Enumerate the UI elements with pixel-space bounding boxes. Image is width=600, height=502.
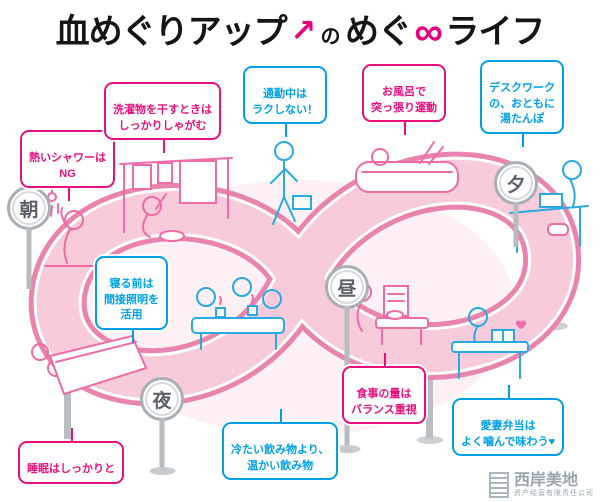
callout-laundry: 洗濯物を干すときは しっかりしゃがむ: [104, 82, 221, 154]
marker-post: [159, 418, 165, 471]
time-marker-label: 夜: [152, 390, 172, 412]
scene-bath: [355, 141, 459, 193]
title-segment-3: ライフ: [445, 13, 545, 51]
callout-text: 食事の量は バランス重視: [351, 388, 417, 416]
callout-bath: お風呂で 突っ張り運動: [362, 64, 446, 136]
callout-text: 通勤中は ラクしない！: [252, 88, 318, 116]
callout-meal-balance: 食事の量は バランス重視: [342, 352, 426, 425]
callout-text: お風呂で 突っ張り運動: [371, 86, 437, 114]
time-marker-label: 昼: [337, 278, 357, 300]
scene-warm-drinks: [191, 277, 285, 350]
marker-post: [513, 202, 519, 247]
time-marker-night: 夜: [140, 377, 184, 471]
callout-text: 睡眠はしっかりと: [27, 463, 115, 476]
scene-desk-work: [509, 160, 589, 253]
scene-sleeping: [31, 334, 148, 396]
page-title: 血めぐりアップ ↗ の めぐ ∞ ライフ: [0, 4, 600, 54]
callout-text: 愛妻弁当は よく噛んで味わう♥: [461, 420, 555, 448]
watermark-seal: [489, 472, 509, 498]
time-marker-evening: 夕: [494, 161, 538, 247]
scene-commuter: [270, 141, 312, 225]
watermark-subtitle: 资产经营有限责任公司: [514, 489, 594, 497]
callout-desk-work: デスクワーク の、おともに 湯たんぽ: [480, 60, 564, 147]
up-arrow-icon: ↗: [290, 13, 316, 48]
time-marker-morning: 朝: [7, 186, 51, 289]
callout-warm-drinks: 冷たい飲み物より、 温かい飲み物: [222, 408, 339, 481]
title-segment-1: 血めぐりアップ: [55, 13, 288, 51]
callout-text: デスクワーク の、おともに 湯たんぽ: [489, 82, 555, 126]
time-marker-label: 夕: [506, 174, 526, 196]
steam-icon: [219, 294, 254, 305]
callout-commute: 通勤中は ラクしない！: [243, 66, 327, 138]
time-marker-label: 朝: [19, 199, 39, 221]
callout-text: 熱いシャワーは NG: [29, 152, 106, 180]
callout-text: 冷たい飲み物より、 温かい飲み物: [231, 444, 330, 472]
title-particle: の: [320, 26, 341, 48]
callout-before-bed: 寝る前は 間接照明を 活用: [95, 256, 168, 343]
callout-hot-shower: 熱いシャワーは NG: [20, 130, 115, 202]
callout-text: 洗濯物を干すときは しっかりしゃがむ: [113, 104, 212, 132]
title-segment-2: めぐ: [344, 13, 412, 51]
marker-post: [26, 227, 32, 289]
heart-icon: [515, 320, 527, 329]
watermark-name: 西岸美地: [514, 472, 579, 490]
hot-water-bottle-icon: [547, 223, 569, 236]
time-marker-noon: 昼: [325, 265, 369, 449]
watermark: 西岸美地 资产经营有限责任公司: [489, 472, 594, 498]
callout-bento: 愛妻弁当は よく噛んで味わう♥: [452, 384, 564, 457]
scene-laundry: [119, 157, 233, 242]
callout-text: 寝る前は 間接照明を 活用: [104, 278, 159, 322]
infinity-icon: ∞: [414, 10, 442, 54]
scene-bento-desk: [451, 307, 529, 379]
callout-sleep: 睡眠はしっかりと: [18, 428, 124, 484]
